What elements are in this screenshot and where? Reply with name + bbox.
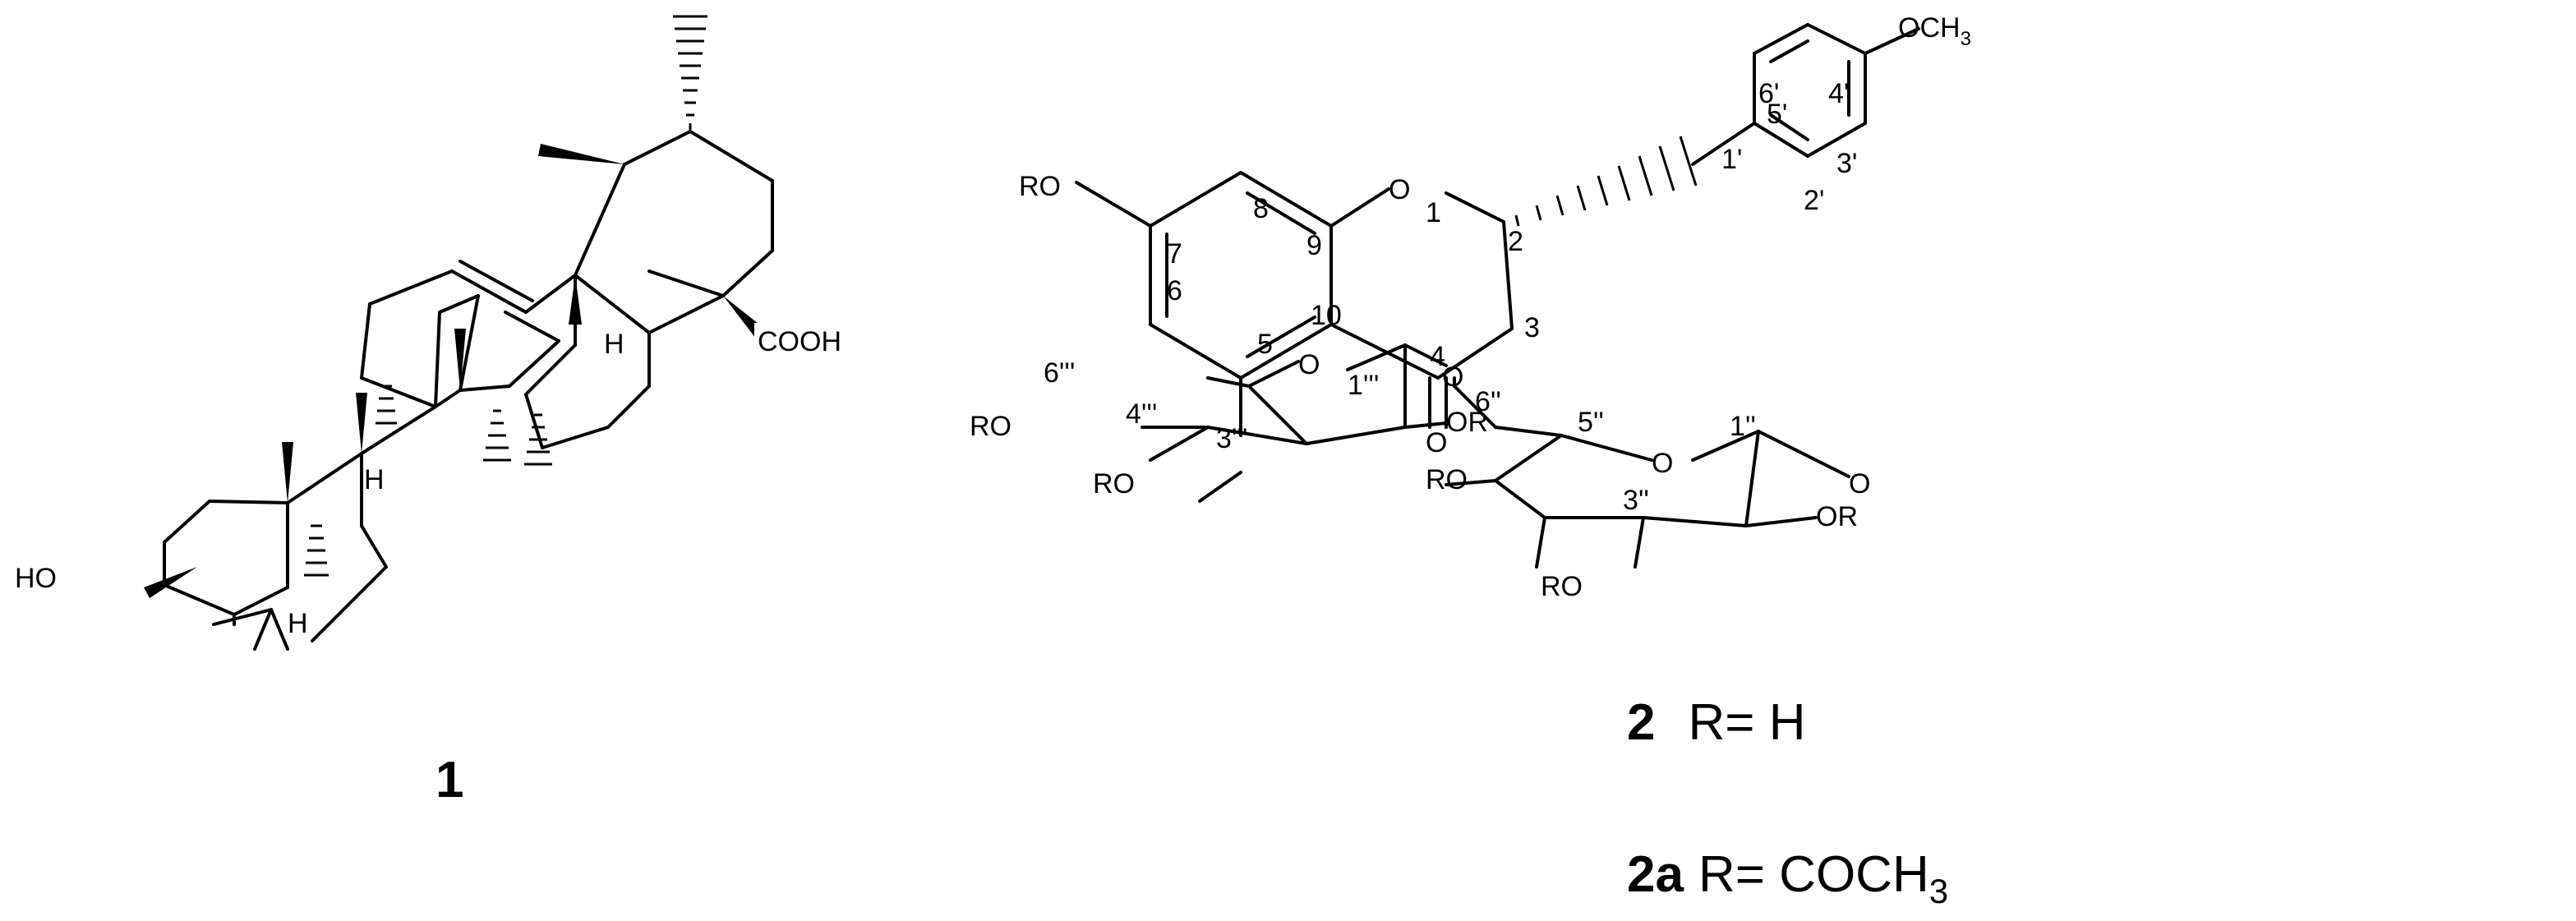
or-glc-2-label: OR	[1816, 501, 1858, 532]
glucose-anomeric-o-label: O	[1849, 468, 1870, 500]
locant-3-prime: 3'	[1836, 148, 1857, 179]
locant-6-double-prime: 6''	[1475, 386, 1501, 417]
locant-3: 3	[1524, 312, 1540, 343]
locant-1-prime: 1'	[1721, 144, 1742, 175]
compound-1-number: 1	[435, 752, 463, 808]
o1-label: O	[1389, 174, 1410, 205]
ro-glc-4-label: RO	[1426, 464, 1468, 495]
methoxy-label: OCH3	[1898, 12, 1971, 50]
glycosidic-link-o-label: O	[1442, 361, 1463, 393]
locant-2: 2	[1508, 226, 1523, 257]
hydroxyl-label: HO	[15, 563, 57, 594]
locant-9: 9	[1306, 230, 1322, 261]
or-rha-2-label: OR	[1446, 407, 1488, 438]
locant-1: 1	[1426, 197, 1441, 228]
locant-2-prime: 2'	[1804, 185, 1824, 216]
rhamnose-ring-o-label: O	[1298, 349, 1320, 380]
locant-10: 10	[1311, 300, 1342, 331]
locant-4-prime: 4'	[1828, 78, 1849, 109]
glucose-ring-o-label: O	[1652, 448, 1673, 479]
locant-6-prime: 6'	[1758, 78, 1779, 109]
locant-4: 4	[1430, 341, 1445, 372]
cooh-label: COOH	[758, 326, 841, 357]
locant-5: 5	[1257, 329, 1273, 360]
ro-7-label: RO	[1019, 171, 1061, 202]
ro-rha-3-label: RO	[1093, 468, 1135, 500]
locant-6: 6	[1167, 275, 1182, 306]
carbonyl-o-label: O	[1426, 427, 1447, 458]
ro-glc-3-label: RO	[1541, 571, 1583, 602]
h-label-18: H	[604, 329, 624, 360]
locant-7: 7	[1167, 238, 1182, 269]
locant-3-double-prime: 3''	[1623, 485, 1649, 516]
compound-1-structure: COOH HO H H H 1	[15, 15, 841, 808]
ro-rha-4-label: RO	[970, 411, 1012, 442]
locant-6-triple-prime: 6'''	[1044, 357, 1075, 389]
locant-1-triple-prime: 1'''	[1348, 370, 1379, 401]
h-label-9: H	[364, 464, 385, 495]
locant-5-double-prime: 5''	[1578, 407, 1604, 438]
compound-2-structure: RO O O OCH3 O O O O OR RO RO OR RO RO 1 …	[970, 12, 1971, 910]
h-label-5: H	[288, 608, 308, 639]
locant-4-triple-prime: 4'''	[1126, 398, 1157, 430]
locant-3-triple-prime: 3'''	[1216, 423, 1247, 454]
locant-5-prime: 5'	[1767, 99, 1787, 130]
locant-8: 8	[1253, 193, 1269, 224]
locant-1-double-prime: 1''	[1730, 411, 1756, 442]
